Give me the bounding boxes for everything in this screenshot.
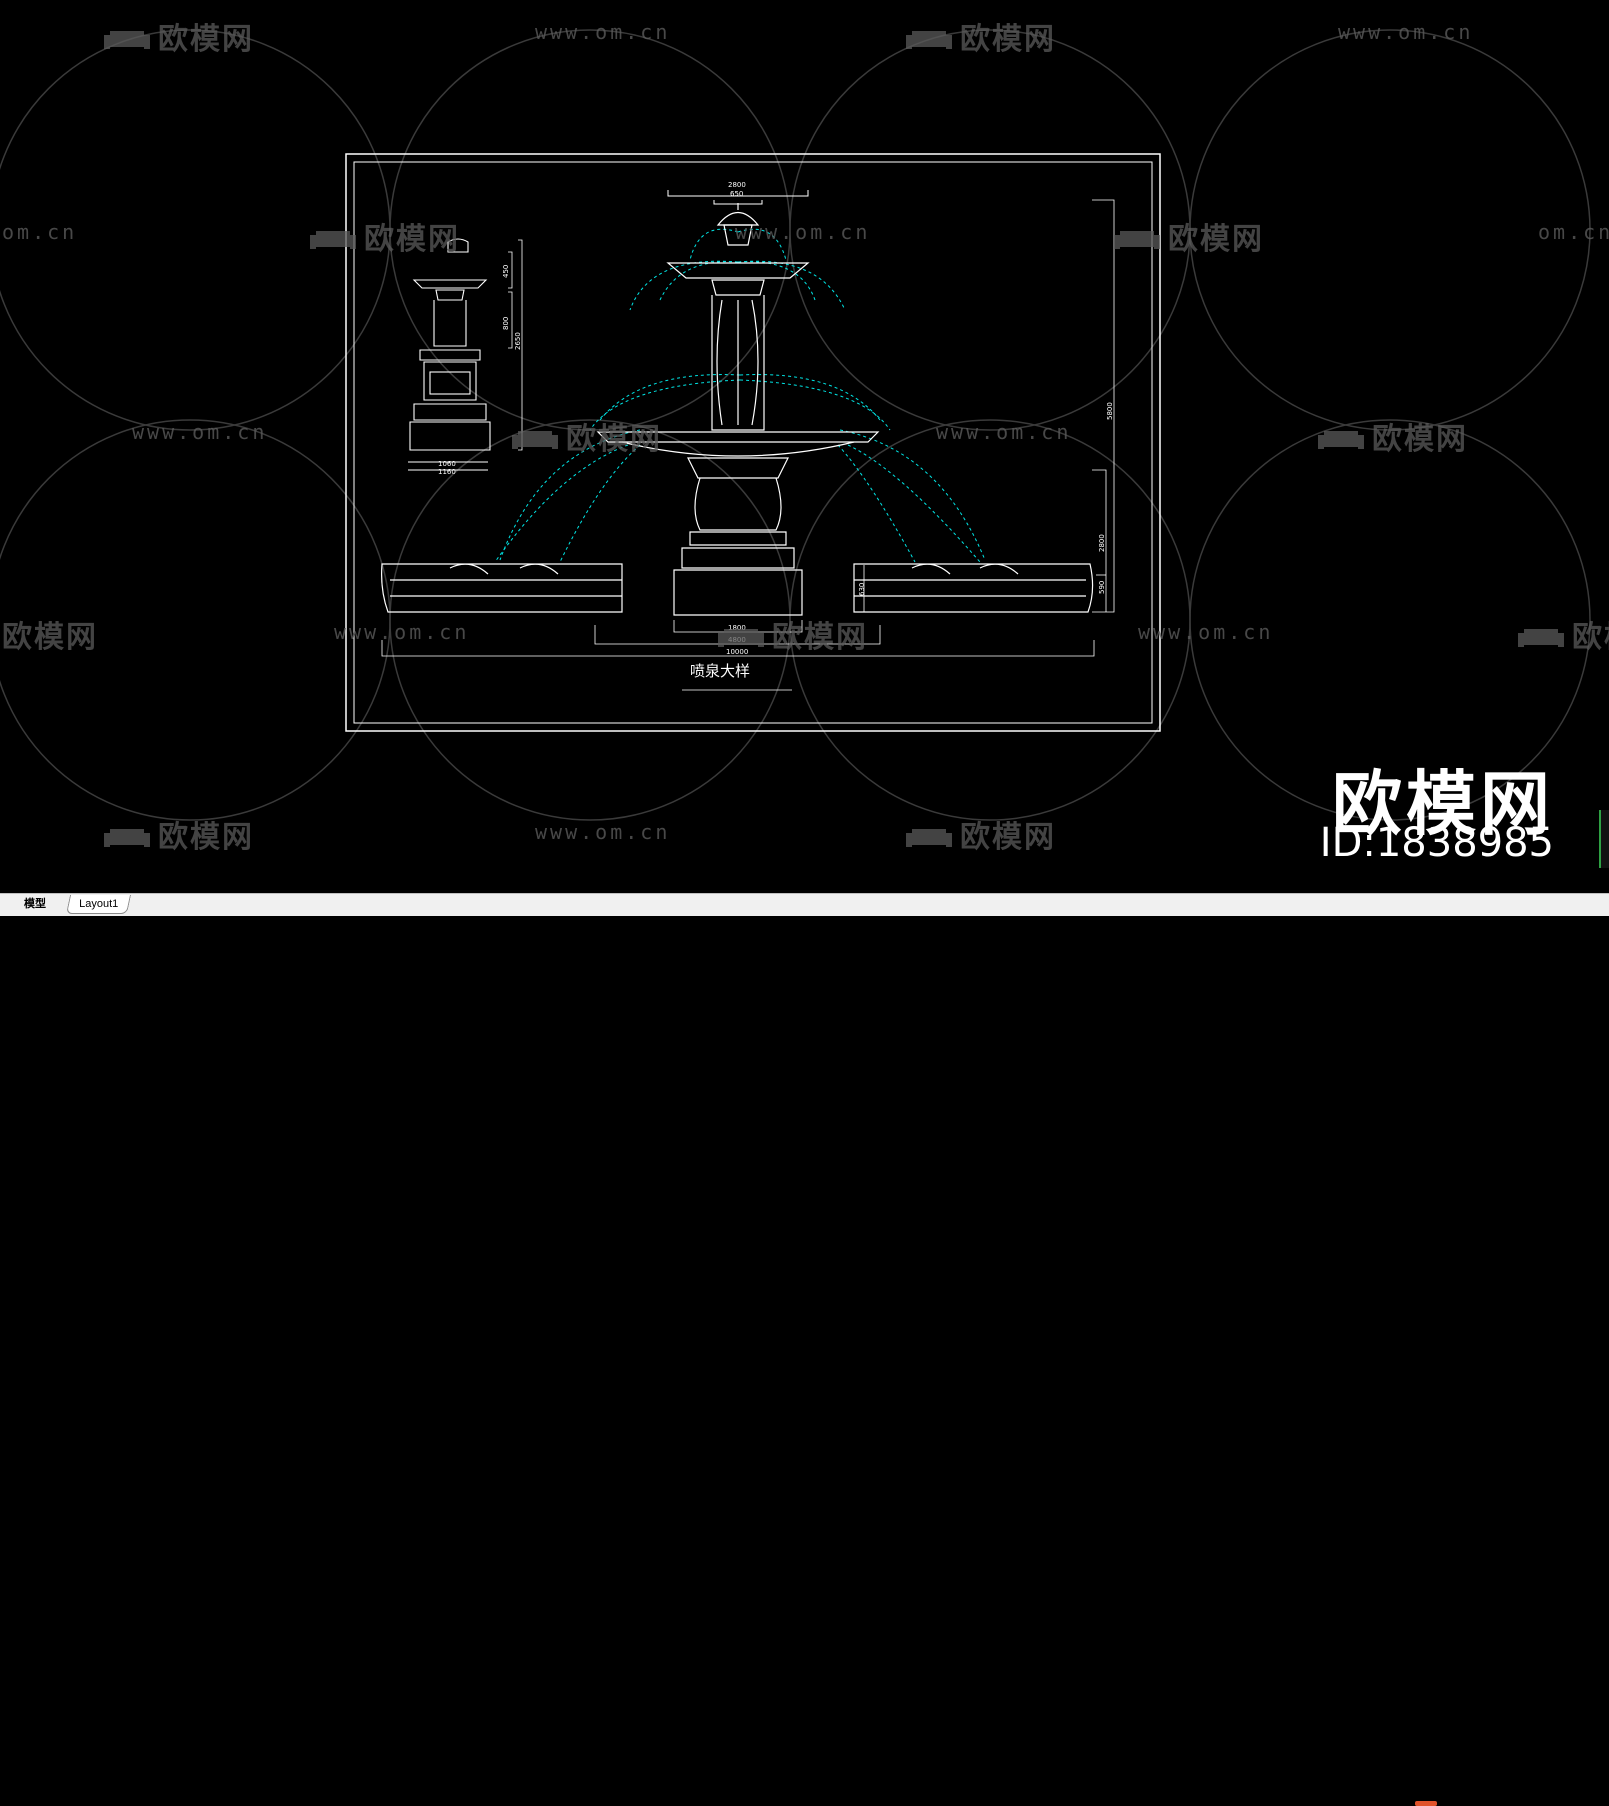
navigation-bar-handle[interactable]	[1599, 810, 1609, 868]
bottom-dimension-lines	[381, 620, 1095, 691]
side-elevation	[408, 238, 491, 471]
dim-2650: 2650	[514, 332, 522, 350]
dim-800: 800	[502, 317, 510, 330]
watermark-circles	[0, 29, 1591, 821]
dim-590: 590	[1098, 581, 1106, 594]
dim-1060: 1060	[438, 460, 456, 468]
dim-5800: 5800	[1106, 402, 1114, 420]
drawing-title: 喷泉大样	[690, 662, 751, 680]
basins	[381, 563, 1094, 613]
water-jets	[494, 228, 986, 563]
brand-id: ID:1838985	[1319, 820, 1554, 866]
status-indicator	[1415, 1801, 1437, 1806]
dim-1160: 1160	[438, 468, 456, 476]
dim-2800-right: 2800	[1098, 534, 1106, 552]
dim-450: 450	[502, 265, 510, 278]
tab-layout1[interactable]: Layout1	[65, 895, 132, 914]
tab-layout1-label: Layout1	[79, 898, 119, 910]
tab-model[interactable]: 模型	[14, 895, 56, 913]
dim-630: 630	[858, 583, 866, 596]
main-fountain	[596, 203, 880, 616]
dim-4800: 4800	[728, 636, 746, 644]
layout-tab-bar: 模型 Layout1	[0, 893, 1609, 1806]
dim-1800: 1800	[728, 624, 746, 632]
fountain-drawing: 2800 650 450 800 2650 1060 1160 5800 280…	[0, 29, 1591, 821]
cad-model-canvas[interactable]: 2800 650 450 800 2650 1060 1160 5800 280…	[0, 0, 1609, 893]
dim-10000: 10000	[726, 648, 748, 656]
right-dimension-lines	[863, 199, 1115, 613]
dim-2800-top: 2800	[728, 181, 746, 189]
brand-name: 欧模网	[1332, 763, 1554, 845]
left-dimension-lines	[508, 239, 523, 451]
dim-650-top: 650	[730, 190, 743, 198]
outer-frame	[345, 153, 1161, 732]
inner-frame	[353, 161, 1153, 724]
